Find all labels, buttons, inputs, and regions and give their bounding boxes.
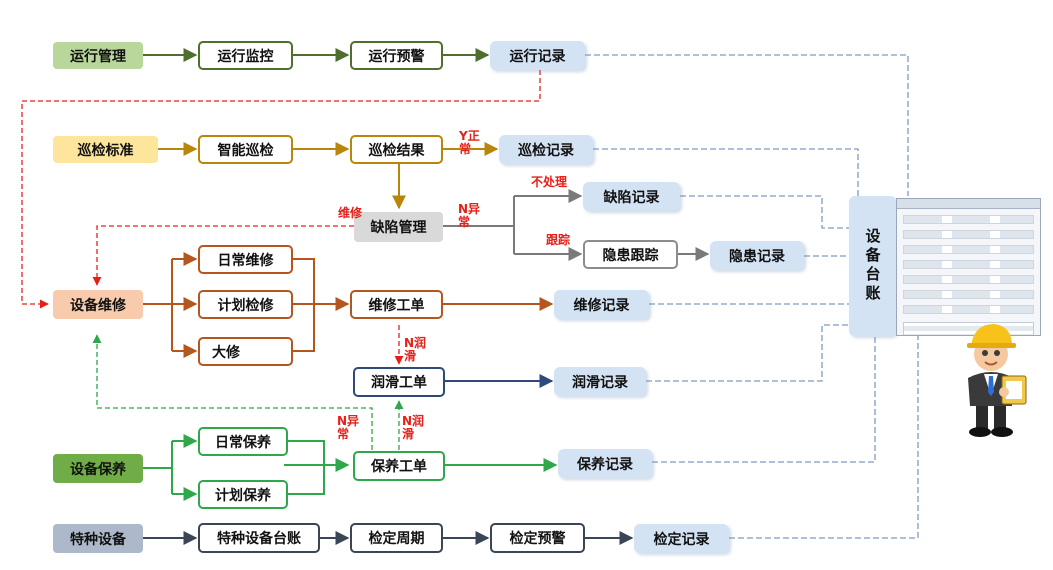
upkeep-abnormal-label: N异常 xyxy=(337,414,360,441)
smart-inspection-node: 智能巡检 xyxy=(198,135,293,164)
equipment-maintenance-node: 设备维修 xyxy=(53,290,143,319)
ledger-label: 设备台账 xyxy=(863,228,882,304)
operation-record-node: 运行记录 xyxy=(490,41,585,70)
hazard-record-node: 隐患记录 xyxy=(710,241,804,270)
repair-work-order-node: 维修工单 xyxy=(350,290,443,319)
repair-label: 维修 xyxy=(338,206,363,220)
calibration-warning-node: 检定预警 xyxy=(490,523,585,553)
repair-record-node: 维修记录 xyxy=(554,290,649,319)
engineer-with-clipboard-icon xyxy=(967,324,1027,437)
hazard-tracking-node: 隐患跟踪 xyxy=(583,240,678,269)
no-handle-label: 不处理 xyxy=(531,175,568,189)
special-equipment-ledger-node: 特种设备台账 xyxy=(198,523,320,553)
inspection-ok-label: Y正常 xyxy=(459,129,480,156)
operation-warning-node: 运行预警 xyxy=(350,41,443,70)
ledger-screen-icon xyxy=(896,198,1041,336)
track-label: 跟踪 xyxy=(546,233,571,247)
defect-abnormal-label: N异常 xyxy=(458,202,481,229)
inspection-record-node: 巡检记录 xyxy=(499,135,593,164)
defect-management-node: 缺陷管理 xyxy=(354,212,443,242)
major-repair-node: 大修 xyxy=(198,337,293,366)
calibration-record-node: 检定记录 xyxy=(634,524,729,553)
inspection-standard-node: 巡检标准 xyxy=(53,136,158,163)
daily-repair-node: 日常维修 xyxy=(198,245,293,274)
operation-management-node: 运行管理 xyxy=(53,42,143,69)
lubrication-record-node: 润滑记录 xyxy=(554,367,646,396)
equipment-upkeep-node: 设备保养 xyxy=(53,454,143,483)
equipment-ledger-node: 设备台账 xyxy=(849,196,896,336)
planned-upkeep-node: 计划保养 xyxy=(198,480,288,509)
operation-monitoring-node: 运行监控 xyxy=(198,41,293,70)
inspection-result-node: 巡检结果 xyxy=(350,135,443,164)
upkeep-work-order-node: 保养工单 xyxy=(353,451,445,481)
defect-record-node: 缺陷记录 xyxy=(583,182,680,211)
lubrication-work-order-node: 润滑工单 xyxy=(353,367,445,397)
special-equipment-node: 特种设备 xyxy=(53,524,143,553)
upkeep-record-node: 保养记录 xyxy=(558,449,652,478)
calibration-cycle-node: 检定周期 xyxy=(350,523,443,553)
lubrication-label-up: N润滑 xyxy=(402,414,425,441)
planned-overhaul-node: 计划检修 xyxy=(198,290,293,319)
daily-upkeep-node: 日常保养 xyxy=(198,427,288,456)
lubrication-label-down: N润滑 xyxy=(404,336,427,363)
